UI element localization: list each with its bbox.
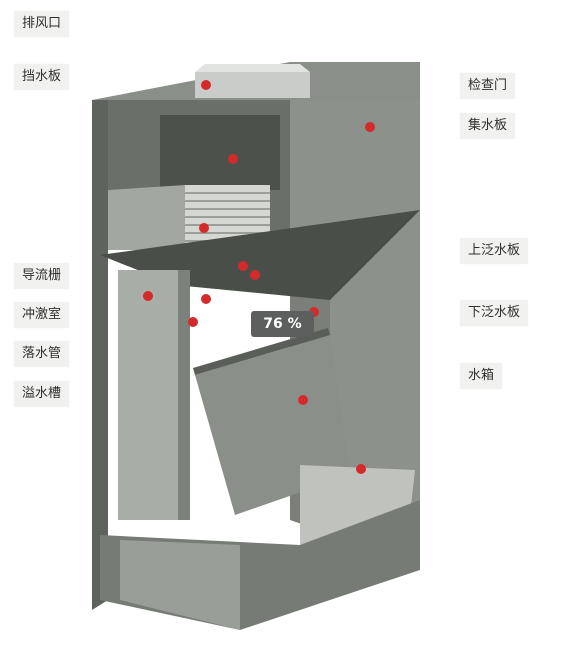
progress-badge: 76 % [251, 311, 314, 337]
hotspot-separator-plates[interactable] [199, 223, 209, 233]
label-water-collecting-plate: 集水板 [460, 113, 516, 139]
label-impingement-chamber: 冲激室 [14, 302, 70, 328]
hotspot-splash-center[interactable] [250, 270, 260, 280]
label-lower-splash-board: 下泛水板 [460, 300, 529, 326]
hotspot-guide-grille[interactable] [143, 291, 153, 301]
guide-grille-column [118, 270, 188, 520]
label-inspection-door: 检查门 [460, 73, 516, 99]
label-water-tank: 水箱 [460, 363, 503, 389]
hotspot-falling-panel[interactable] [298, 395, 308, 405]
hotspot-water-collecting-plate[interactable] [365, 122, 375, 132]
hotspot-water-tank[interactable] [356, 464, 366, 474]
hotspot-exhaust-outlet[interactable] [201, 80, 211, 90]
hotspot-impingement-chamber[interactable] [201, 294, 211, 304]
housing-left-face [92, 100, 108, 610]
label-downpipe: 落水管 [14, 341, 70, 367]
label-upper-splash-board: 上泛水板 [460, 238, 529, 264]
exhaust-outlet [195, 72, 310, 98]
hotspot-upper-splash-board[interactable] [238, 261, 248, 271]
label-exhaust-outlet: 排风口 [14, 11, 70, 37]
hotspot-downpipe[interactable] [188, 317, 198, 327]
label-water-baffle: 挡水板 [14, 64, 70, 90]
hotspot-lower-splash-board[interactable] [309, 307, 319, 317]
hotspot-water-baffle[interactable] [228, 154, 238, 164]
label-guide-grille: 导流栅 [14, 263, 70, 289]
label-overflow-trough: 溢水槽 [14, 381, 70, 407]
plates-upper [160, 115, 280, 190]
